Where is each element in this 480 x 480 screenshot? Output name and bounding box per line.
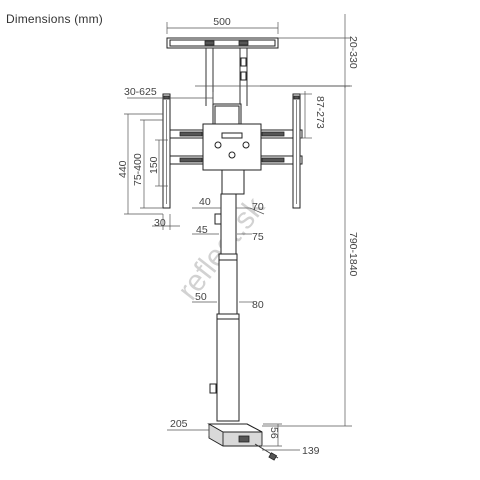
dim-tube-top-large: 70 [252,201,264,213]
diagram-title: Dimensions (mm) [6,12,104,26]
dim-tube-top-small: 40 [199,196,211,208]
vesa-mount [162,93,303,209]
dim-base-depth: 205 [170,418,188,430]
dimension-lines [124,14,352,451]
dim-base-height: 56 [268,427,280,439]
dim-tube-low-small: 50 [195,291,207,303]
floor-base [207,423,279,461]
dim-bracket-width: 500 [213,16,231,28]
dim-arm-span: 30-625 [124,86,157,98]
dim-outer-height: 440 [117,160,129,178]
dim-inner-height: 150 [148,156,160,174]
dim-side-depth: 30 [154,217,166,229]
dim-tube-mid-large: 75 [252,231,264,243]
dim-tube-mid-small: 45 [196,224,208,236]
dim-bracket-adjust: 20-330 [347,36,359,69]
dim-vesa-height: 75-400 [132,153,144,186]
telescopic-column [209,193,240,422]
dim-tube-low-large: 80 [252,299,264,311]
ceiling-bracket [166,37,279,106]
dim-mount-offset: 87-273 [314,96,326,129]
dim-base-width: 139 [302,445,320,457]
dim-total-height: 790-1840 [347,232,359,277]
